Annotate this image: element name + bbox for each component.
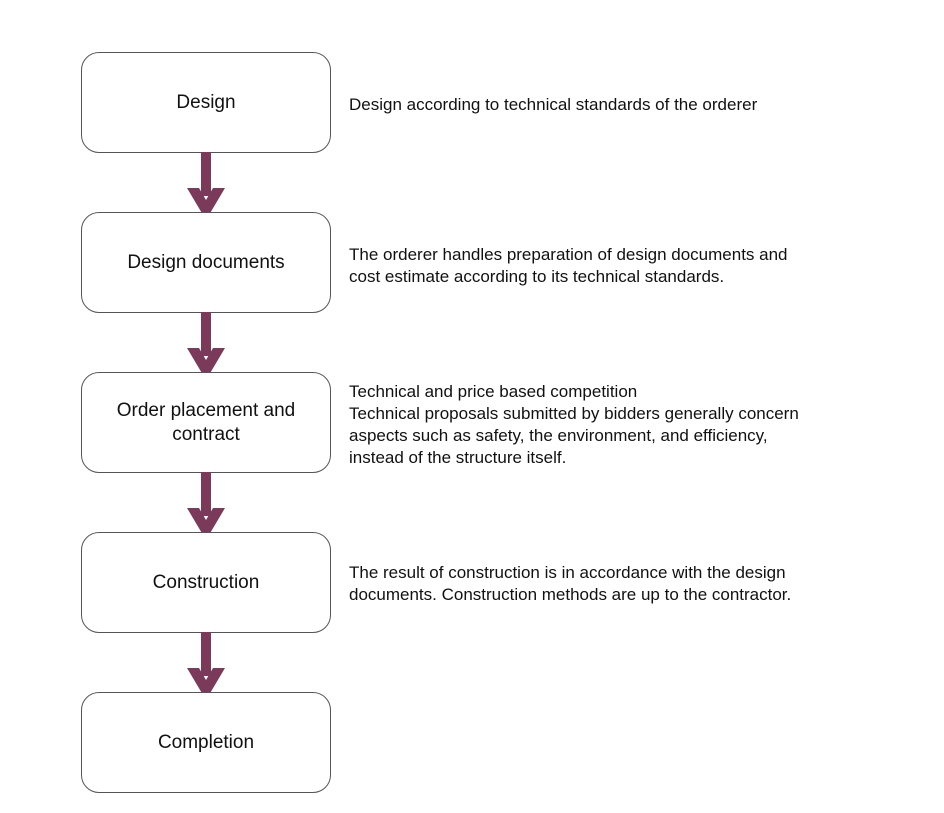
step-description-design-documents: The orderer handles preparation of desig… xyxy=(349,244,909,288)
step-label-construction: Construction xyxy=(152,571,260,593)
description-line: cost estimate according to its technical… xyxy=(349,267,725,286)
step-label-design-documents: Design documents xyxy=(127,251,285,273)
down-arrow-icon xyxy=(187,152,225,220)
step-label-completion: Completion xyxy=(157,731,255,753)
description-line: aspects such as safety, the environment,… xyxy=(349,426,768,445)
step-label-order-placement: Order placement and contract xyxy=(116,399,296,445)
step-box-construction: Construction xyxy=(81,532,331,633)
description-line: Technical proposals submitted by bidders… xyxy=(349,404,799,423)
description-line: The result of construction is in accorda… xyxy=(349,563,786,582)
step-box-completion: Completion xyxy=(81,692,331,793)
step-box-order-placement: Order placement and contract xyxy=(81,372,331,473)
step-box-design: Design xyxy=(81,52,331,153)
step-label-design: Design xyxy=(176,91,236,113)
description-line: The orderer handles preparation of desig… xyxy=(349,245,788,264)
down-arrow-icon xyxy=(187,472,225,540)
step-box-design-documents: Design documents xyxy=(81,212,331,313)
down-arrow-icon xyxy=(187,312,225,380)
description-line: Technical and price based competition xyxy=(349,382,638,401)
description-line: instead of the structure itself. xyxy=(349,448,567,467)
step-description-design: Design according to technical standards … xyxy=(349,94,909,116)
down-arrow-icon xyxy=(187,632,225,700)
description-line: Design according to technical standards … xyxy=(349,95,758,114)
step-description-construction: The result of construction is in accorda… xyxy=(349,562,909,606)
step-description-order-placement: Technical and price based competition Te… xyxy=(349,381,909,469)
description-line: documents. Construction methods are up t… xyxy=(349,585,792,604)
